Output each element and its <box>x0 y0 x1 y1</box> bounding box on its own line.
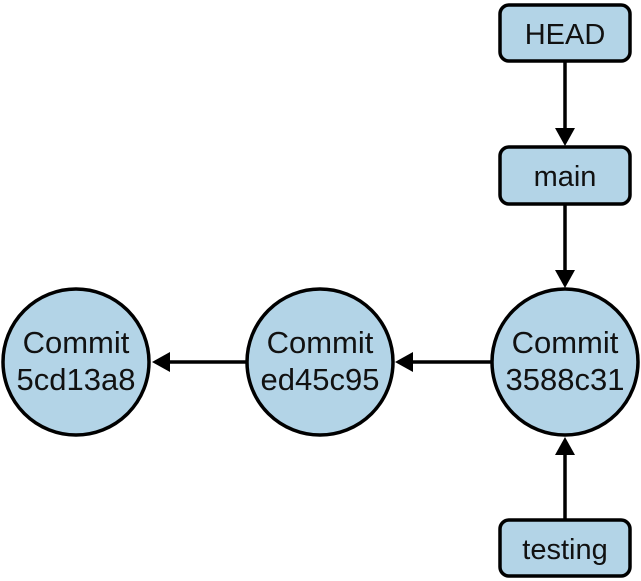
commit-node-5cd13a8: Commit 5cd13a8 <box>1 287 151 437</box>
head-ref: HEAD <box>498 3 632 63</box>
arrowhead-commit-ed45c95-to-5cd13a8 <box>152 352 170 372</box>
head-ref-label: HEAD <box>525 19 606 51</box>
arrowhead-main-to-commit-3588c31 <box>555 270 575 288</box>
commit-word-label: Commit <box>512 325 619 360</box>
main-branch-label: main <box>534 161 597 193</box>
commit-hash-label: 3588c31 <box>506 362 625 397</box>
main-branch-ref: main <box>498 145 632 206</box>
arrowhead-commit-3588c31-to-ed45c95 <box>395 352 413 372</box>
commit-node-3588c31: Commit 3588c31 <box>490 287 640 437</box>
testing-branch-label: testing <box>522 534 607 566</box>
commit-node-ed45c95: Commit ed45c95 <box>245 287 395 437</box>
testing-branch-ref: testing <box>498 518 632 578</box>
commit-word-label: Commit <box>267 325 374 360</box>
commit-hash-label: ed45c95 <box>261 362 380 397</box>
commit-word-label: Commit <box>23 325 130 360</box>
arrowhead-head-to-main <box>555 128 575 146</box>
arrowhead-testing-to-commit-3588c31 <box>555 437 575 455</box>
commit-hash-label: 5cd13a8 <box>17 362 136 397</box>
